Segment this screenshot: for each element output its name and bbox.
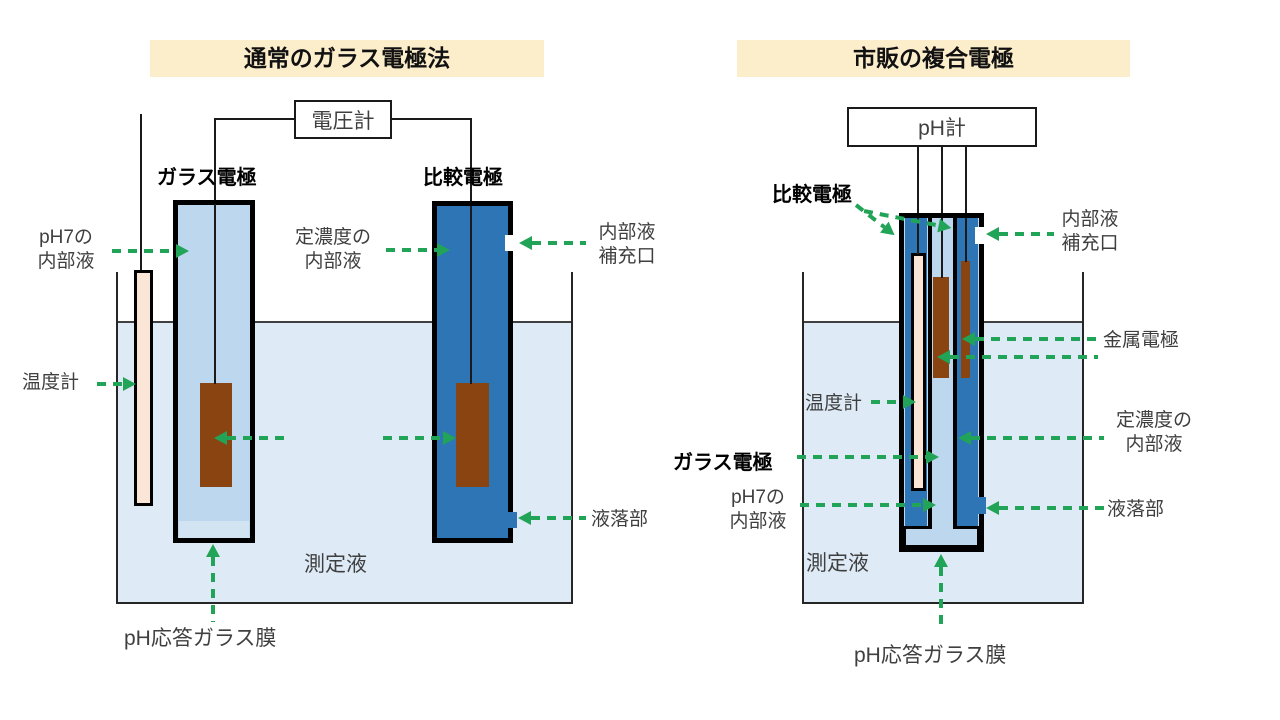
wire-right-horizontal (391, 118, 472, 120)
right-panel-title: 市販の複合電極 (737, 40, 1130, 77)
glass-electrode-inner-wire (214, 204, 216, 384)
liquid-junction-notch (502, 512, 517, 528)
meter-wire-3 (965, 146, 967, 214)
inner-wire-3 (965, 218, 967, 262)
refill-port-notch (505, 235, 514, 251)
refill-port-notch (975, 227, 985, 244)
ph-meter-box: pH計 (847, 107, 1037, 147)
reference-electrode-label: 比較電極 (423, 167, 503, 189)
glass-membrane-bulb (906, 529, 977, 545)
glass-tube-wall-right (953, 218, 957, 530)
wire-left-vertical (214, 118, 216, 202)
arrow-reference-1 (854, 203, 899, 241)
liquid-junction-notch (972, 497, 986, 514)
refill-port-label: 内部液 補充口 (1061, 209, 1119, 254)
reference-electrode-metal (456, 383, 489, 487)
inner-wire-1 (917, 218, 919, 254)
sample-solution-label: 測定液 (806, 552, 869, 575)
const-solution-label: 定濃度の 内部液 (1115, 410, 1192, 455)
glass-membrane-label: pH応答ガラス膜 (124, 627, 277, 650)
glass-tube-wall-left (928, 218, 932, 530)
glass-electrode-label: ガラス電極 (157, 167, 257, 189)
meter-wire-2 (941, 146, 943, 214)
reference-electrode-metal (961, 261, 970, 378)
const-solution-label: 定濃度の 内部液 (294, 227, 371, 272)
wire-left-horizontal (215, 118, 295, 120)
beaker (116, 272, 573, 604)
glass-electrode-label: ガラス電極 (673, 452, 773, 474)
liquid-junction-label: 液落部 (1107, 499, 1165, 520)
wire-right-vertical (470, 118, 472, 202)
sample-solution-label: 測定液 (304, 553, 367, 576)
thermometer (134, 270, 153, 506)
liquid-junction-label: 液落部 (591, 509, 649, 530)
metal-electrode-label: 金属電極 (1103, 330, 1180, 351)
thermometer-label: 温度計 (805, 393, 863, 414)
glass-membrane (179, 521, 249, 538)
ph7-solution-label: pH7の 内部液 (37, 227, 95, 272)
glass-membrane-label: pH応答ガラス膜 (854, 644, 1007, 667)
thermometer-stem-wire (140, 114, 142, 272)
inner-wire-2 (941, 218, 943, 278)
thermometer (911, 253, 926, 491)
thermometer-label: 温度計 (22, 372, 80, 393)
ph7-solution-label: pH7の 内部液 (729, 487, 787, 532)
reference-electrode-label: 比較電極 (772, 184, 852, 206)
meter-wire-1 (917, 146, 919, 214)
left-panel-title: 通常のガラス電極法 (150, 40, 544, 77)
reference-electrode-inner-wire (470, 206, 472, 384)
voltmeter-box: 電圧計 (294, 100, 392, 139)
refill-port-label: 内部液 補充口 (598, 222, 656, 267)
glass-tube-interior (932, 521, 953, 533)
